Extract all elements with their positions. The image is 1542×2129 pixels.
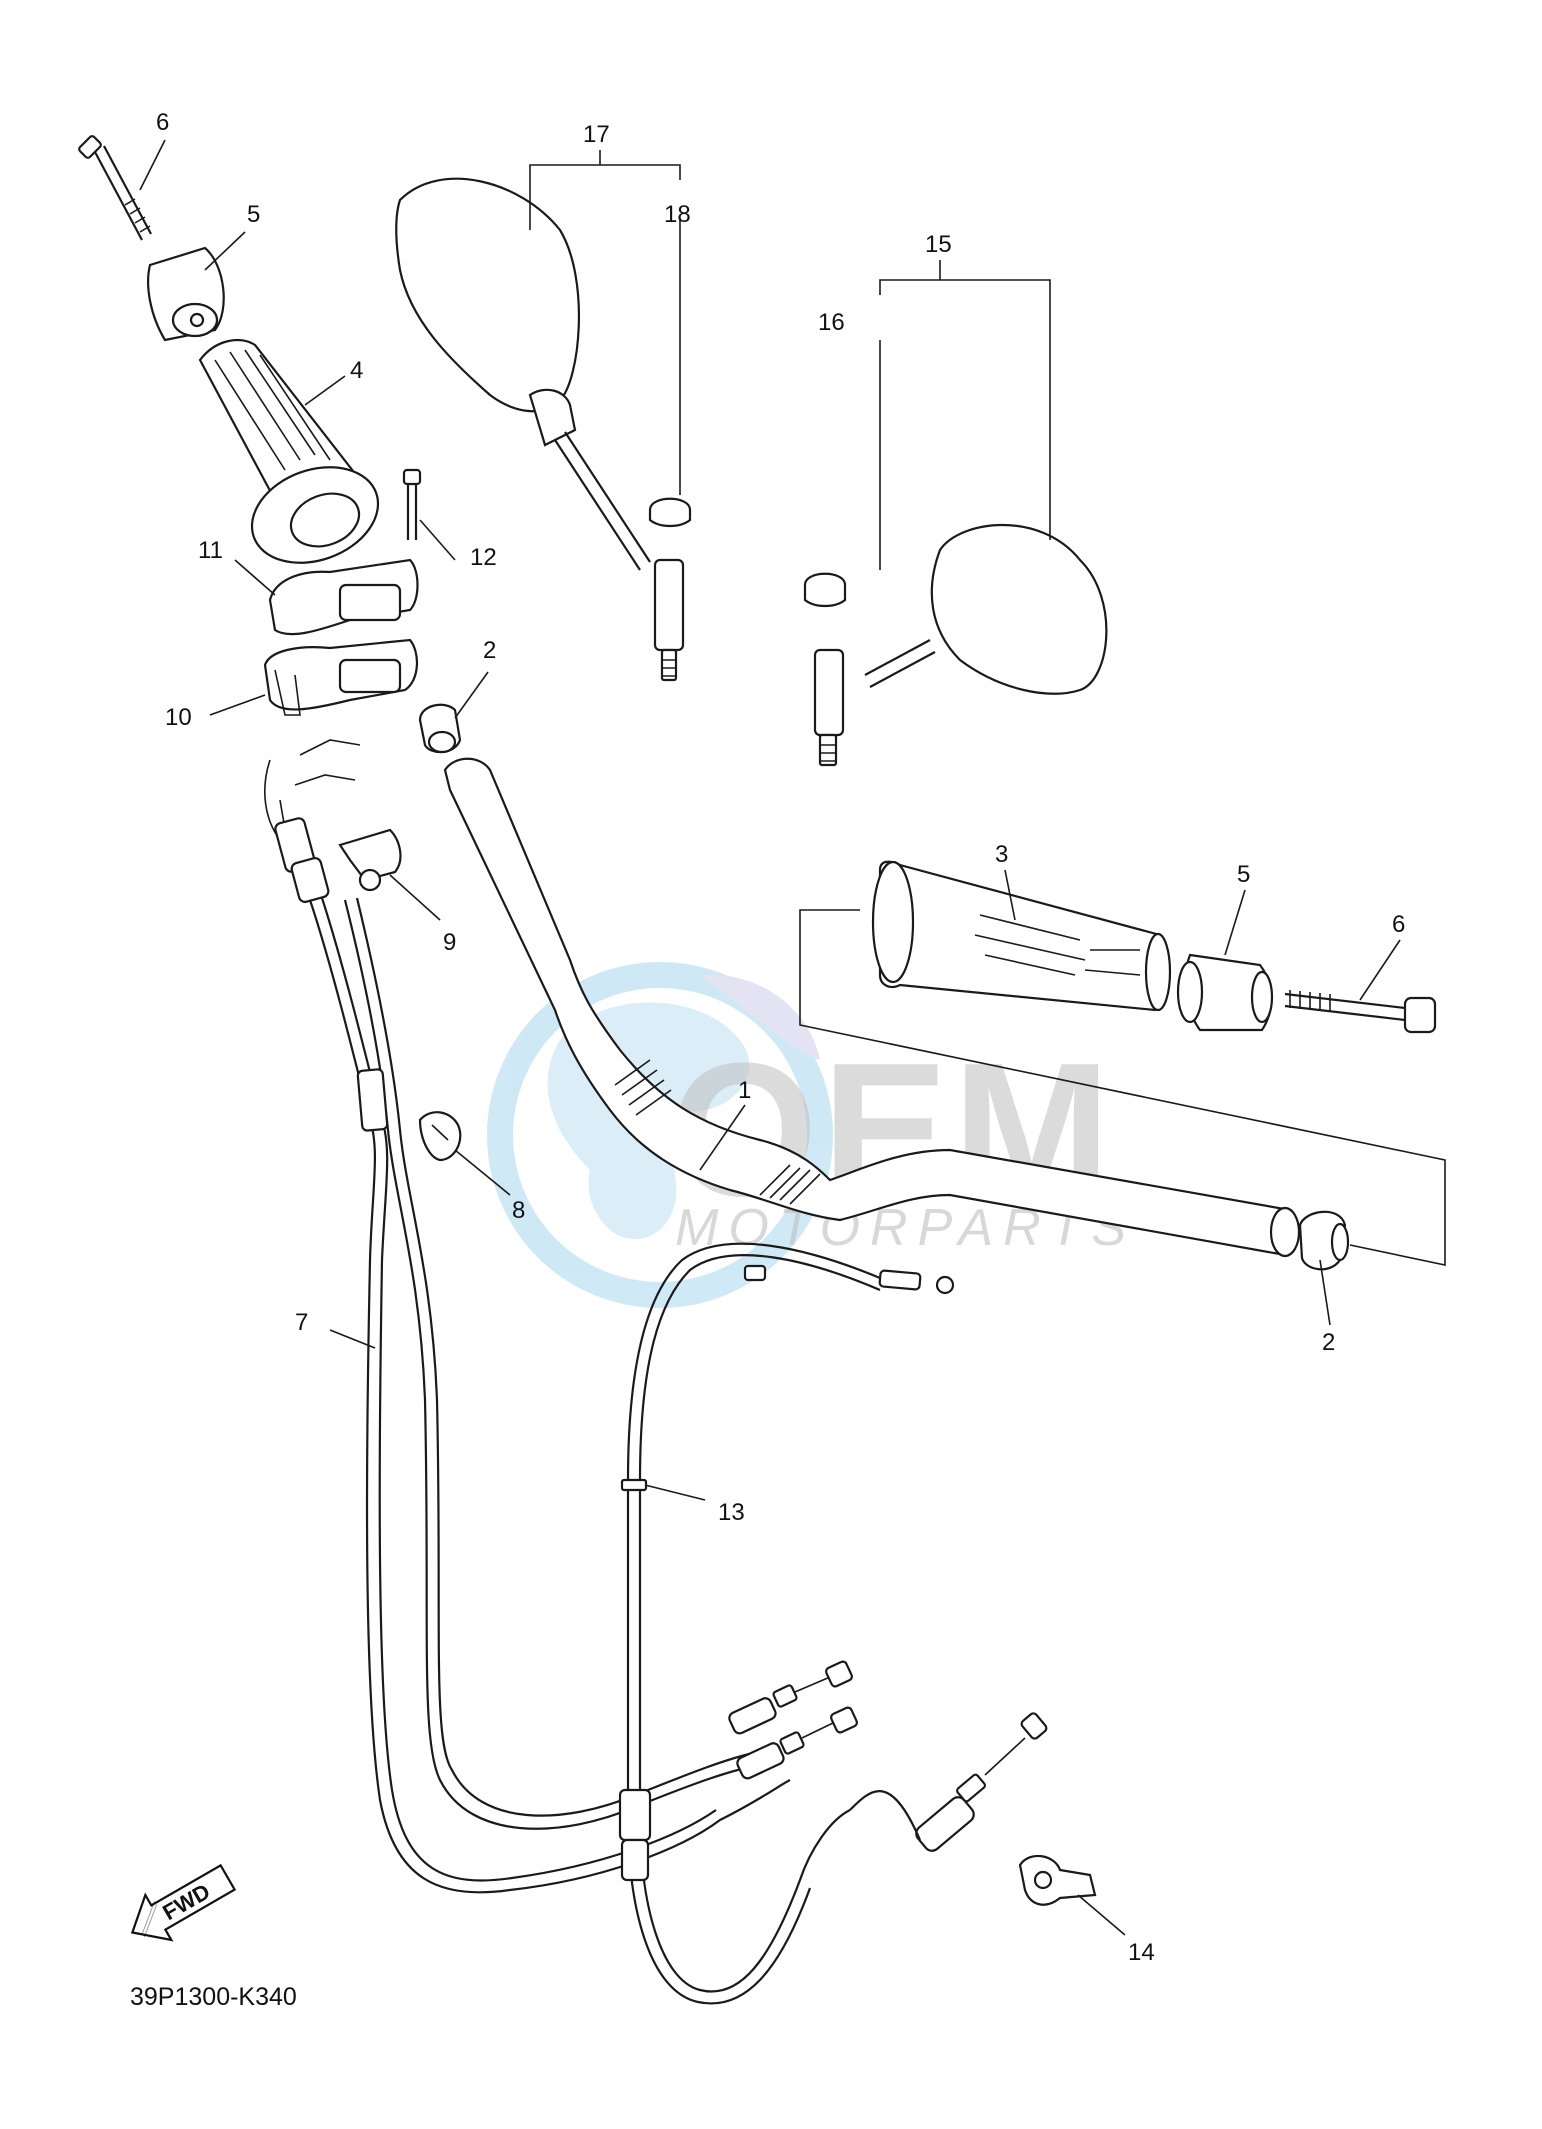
callout-1: 1 [738, 1077, 751, 1104]
callout-11: 11 [198, 537, 223, 564]
callout-18: 18 [664, 201, 691, 228]
callout-3: 3 [995, 841, 1008, 868]
cable-clip-8 [418, 1111, 462, 1162]
fwd-arrow-icon: FWD [130, 1863, 237, 1942]
callout-12: 12 [470, 544, 497, 571]
collar-lower [1298, 1210, 1350, 1271]
cap-16 [803, 572, 847, 608]
cap-18 [648, 497, 692, 528]
callout-13: 13 [718, 1499, 745, 1526]
cable-clamp-9 [338, 828, 402, 892]
bolt-right [1284, 990, 1437, 1034]
callout-2-lower: 2 [1322, 1329, 1335, 1356]
screw-12 [402, 468, 422, 540]
callout-14: 14 [1128, 1939, 1155, 1966]
callout-4: 4 [350, 357, 363, 384]
grip-right [871, 860, 1172, 1012]
callout-17: 17 [583, 121, 610, 148]
bar-end-weight-right [1176, 953, 1274, 1032]
clutch-cable [618, 1242, 1048, 2005]
assembly-bracket [799, 909, 1446, 1266]
callout-10: 10 [165, 704, 192, 731]
callout-2-upper: 2 [483, 637, 496, 664]
throttle-housing [263, 558, 419, 716]
leader-lines [139, 139, 1401, 1936]
mirror-left [395, 177, 685, 682]
bar-end-weight-left [147, 246, 225, 342]
mirror-right [813, 523, 1108, 767]
callout-9: 9 [443, 929, 456, 956]
callout-5-left: 5 [247, 201, 260, 228]
callouts: 6 5 17 18 15 16 4 12 11 2 10 3 5 6 9 1 8… [156, 109, 1405, 1966]
handlebar [443, 757, 1301, 1258]
callout-7: 7 [295, 1309, 308, 1336]
collar-upper [418, 703, 462, 754]
callout-6-left: 6 [156, 109, 169, 136]
diagram-code: 39P1300-K340 [130, 1983, 297, 2011]
bolt-left [78, 135, 152, 241]
callout-15: 15 [925, 231, 952, 258]
callout-8: 8 [512, 1197, 525, 1224]
callout-6-right: 6 [1392, 911, 1405, 938]
cable-holder-14 [1018, 1854, 1097, 1906]
callout-5-right: 5 [1237, 861, 1250, 888]
throttle-grip [198, 338, 380, 564]
throttle-cables [264, 739, 858, 1894]
callout-16: 16 [818, 309, 845, 336]
